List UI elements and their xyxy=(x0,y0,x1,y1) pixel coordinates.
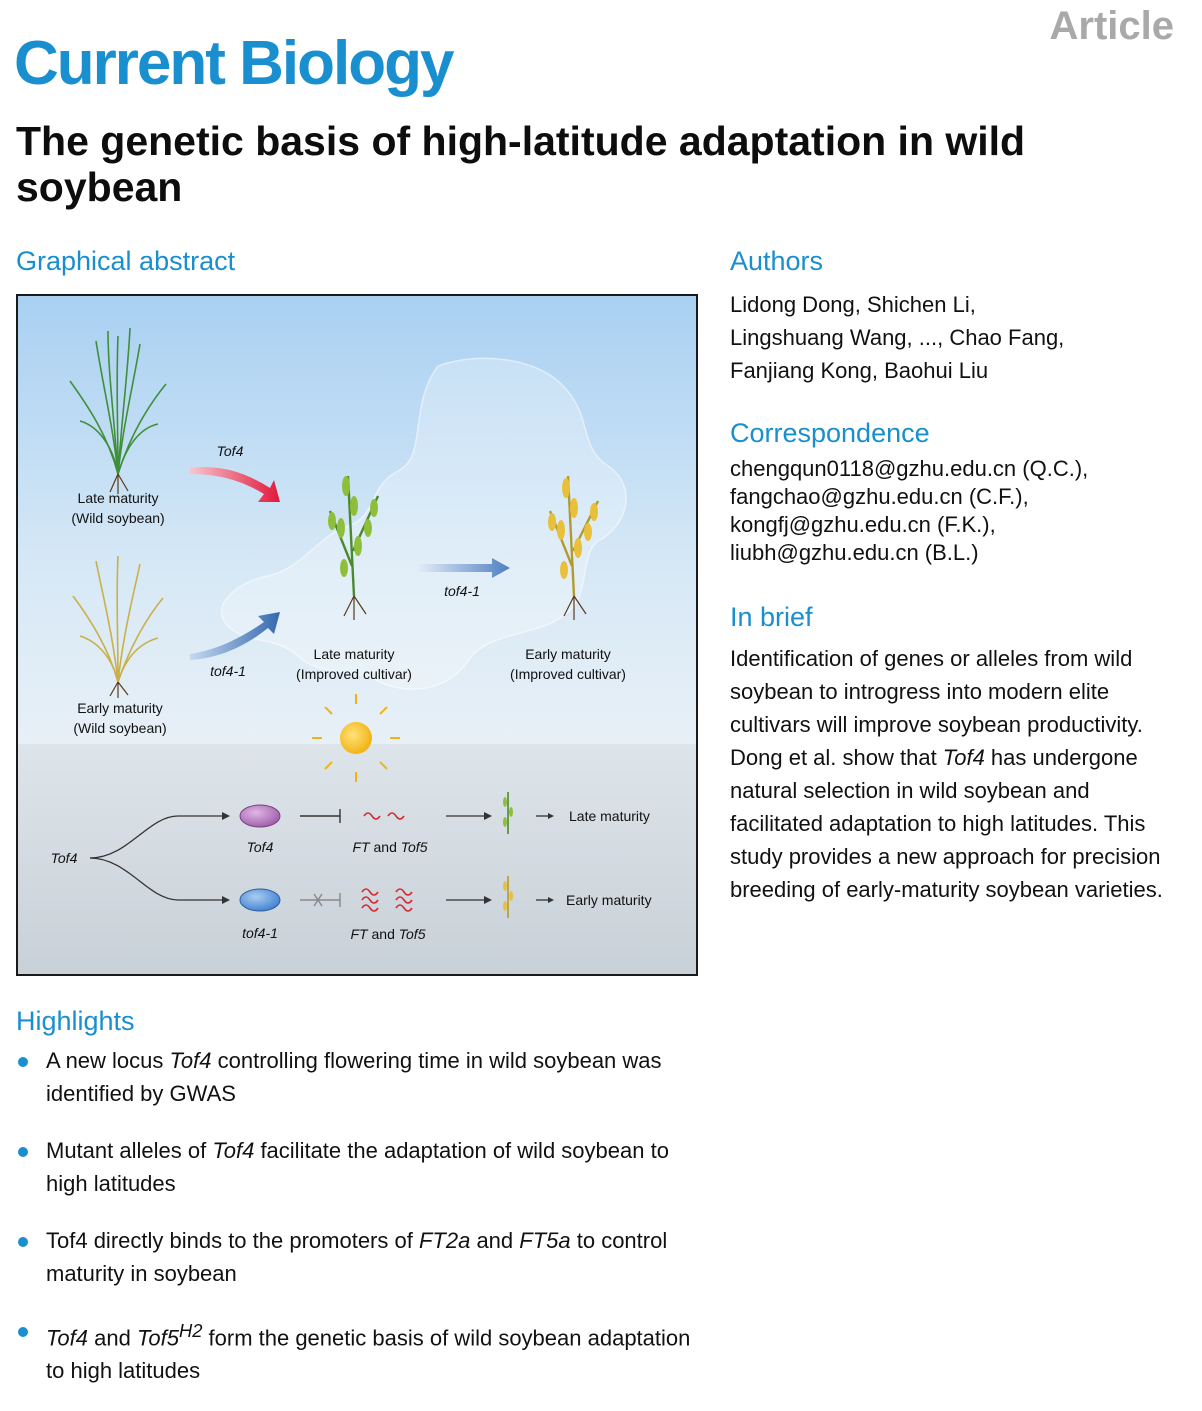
branch-arrowhead-icon xyxy=(222,812,230,820)
highlight-text: form the genetic basis of wild soybean a… xyxy=(46,1325,691,1384)
ft-tof5-low-expression-icon xyxy=(363,812,405,820)
highlight-gene: FT5a xyxy=(519,1228,571,1253)
highlight-item: Tof4 and Tof5H2 form the genetic basis o… xyxy=(16,1314,706,1387)
highlight-gene: Tof5 xyxy=(136,1325,179,1351)
arrowhead-icon xyxy=(548,813,554,819)
early-cultivar-label: Early maturity xyxy=(525,646,611,662)
authors-heading: Authors xyxy=(730,246,824,276)
late-cultivar-sublabel: (Improved cultivar) xyxy=(296,666,412,682)
tof4-protein-label: Tof4 xyxy=(247,839,274,855)
highlight-item: Tof4 directly binds to the promoters of … xyxy=(16,1224,706,1290)
correspondence-email[interactable]: chengqun0118@gzhu.edu.cn (Q.C.), xyxy=(730,456,1089,481)
highlight-item: Mutant alleles of Tof4 facilitate the ad… xyxy=(16,1134,706,1200)
correspondence-list: chengqun0118@gzhu.edu.cn (Q.C.), fangcha… xyxy=(730,455,1190,567)
ft-tof5-label: FT and Tof5 xyxy=(353,839,428,855)
arrowhead-icon xyxy=(484,812,492,820)
early-cultivar-sublabel: (Improved cultivar) xyxy=(510,666,626,682)
in-brief-part: Identification of genes or alleles from … xyxy=(730,646,1143,770)
sun-icon xyxy=(312,694,400,782)
blocked-inhibition-symbol xyxy=(300,893,341,907)
highlight-text: Tof4 directly binds to the promoters of xyxy=(46,1228,419,1253)
in-brief-heading: In brief xyxy=(730,602,813,632)
map-silhouette xyxy=(220,357,627,690)
early-wild-sublabel: (Wild soybean) xyxy=(73,720,166,736)
correspondence-heading: Correspondence xyxy=(730,418,930,448)
ft-and: and xyxy=(368,926,399,942)
highlight-text: to control maturity in soybean xyxy=(46,1228,668,1286)
ft-and: and xyxy=(370,839,401,855)
early-maturity-outcome: Early maturity xyxy=(566,892,652,908)
in-brief-part: has undergone natural selection in wild … xyxy=(730,745,1163,902)
bullet-icon xyxy=(18,1147,28,1157)
graphical-abstract-heading: Graphical abstract xyxy=(16,246,236,276)
early-wild-label: Early maturity xyxy=(77,700,163,716)
ft-gene: FT xyxy=(351,926,370,942)
cultivar-late-plant-icon xyxy=(328,475,380,620)
graphical-abstract-illustration: Late maturity (Wild soybean) Early matur… xyxy=(18,296,696,974)
journal-name: Current Biology xyxy=(14,29,454,98)
highlight-text: controlling flowering time in wild soybe… xyxy=(46,1048,662,1106)
tof4-1-protein-icon xyxy=(239,888,281,912)
cultivar-shift-arrow-icon xyxy=(418,558,510,578)
author-line: Lingshuang Wang, ..., Chao Fang, xyxy=(730,325,1065,350)
author-line: Lidong Dong, Shichen Li, xyxy=(730,292,976,317)
mechanism-arrows xyxy=(446,815,548,901)
ft-gene: FT xyxy=(353,839,372,855)
sky-background xyxy=(18,296,696,744)
mechanism-branch-lines xyxy=(89,815,222,901)
highlight-superscript: H2 xyxy=(178,1320,203,1341)
bullet-icon xyxy=(18,1327,28,1337)
tof4-arrow-label: Tof4 xyxy=(217,443,244,459)
in-brief-gene: Tof4 xyxy=(942,745,985,770)
tof5-gene: Tof5 xyxy=(401,839,428,855)
tof4-root-label: Tof4 xyxy=(51,850,78,866)
tof5-gene: Tof5 xyxy=(399,926,426,942)
in-brief-text: Identification of genes or alleles from … xyxy=(730,642,1185,906)
graphical-abstract-figure: Late maturity (Wild soybean) Early matur… xyxy=(16,294,698,976)
bullet-icon xyxy=(18,1237,28,1247)
article-type-tag: Article xyxy=(1049,4,1175,48)
author-list: Lidong Dong, Shichen Li, Lingshuang Wang… xyxy=(730,288,1180,387)
highlight-gene: Tof4 xyxy=(169,1048,212,1073)
inhibition-symbol xyxy=(300,809,341,823)
late-maturity-outcome: Late maturity xyxy=(569,808,650,824)
highlights-heading: Highlights xyxy=(16,1006,135,1036)
highlight-text: Mutant alleles of xyxy=(46,1138,213,1163)
highlight-text: A new locus xyxy=(46,1048,170,1073)
tof4-1-protein-label: tof4-1 xyxy=(242,925,278,941)
wild-soybean-late-plant-icon xyxy=(69,327,167,494)
highlight-gene: FT2a xyxy=(418,1228,471,1253)
author-line: Fanjiang Kong, Baohui Liu xyxy=(730,358,989,383)
correspondence-email[interactable]: kongfj@gzhu.edu.cn (F.K.), xyxy=(730,512,996,537)
branch-arrowhead-icon xyxy=(222,896,230,904)
late-cultivar-label: Late maturity xyxy=(314,646,395,662)
tof4-red-arrow-icon xyxy=(190,467,280,502)
small-plant-late-icon xyxy=(503,792,513,834)
arrowhead-icon xyxy=(484,896,492,904)
highlight-text: and xyxy=(470,1228,520,1253)
highlights-list: A new locus Tof4 controlling flowering t… xyxy=(16,1044,706,1411)
tof4-protein-icon xyxy=(239,804,281,828)
arrowhead-icon xyxy=(548,897,554,903)
highlight-text: facilitate the adaptation of wild soybea… xyxy=(46,1138,669,1196)
cultivar-early-plant-icon xyxy=(548,475,600,620)
article-title: The genetic basis of high-latitude adapt… xyxy=(16,118,1026,210)
bullet-icon xyxy=(18,1057,28,1067)
wild-soybean-early-plant-icon xyxy=(72,555,164,698)
highlight-gene: Tof4 xyxy=(212,1138,255,1163)
late-wild-sublabel: (Wild soybean) xyxy=(71,510,164,526)
ft-tof5-high-expression-icon xyxy=(361,888,413,912)
correspondence-email[interactable]: liubh@gzhu.edu.cn (B.L.) xyxy=(730,540,979,565)
tof4-1-shift-label: tof4-1 xyxy=(444,583,480,599)
highlight-text: and xyxy=(88,1325,137,1351)
tof4-1-blue-arrow-icon xyxy=(190,612,280,660)
tof4-1-arrow-label: tof4-1 xyxy=(210,663,246,679)
ground-background xyxy=(18,744,696,974)
small-plant-early-icon xyxy=(503,876,513,918)
highlight-gene: Tof4 xyxy=(46,1325,89,1351)
correspondence-email[interactable]: fangchao@gzhu.edu.cn (C.F.), xyxy=(730,484,1029,509)
late-wild-label: Late maturity xyxy=(78,490,159,506)
highlight-item: A new locus Tof4 controlling flowering t… xyxy=(16,1044,706,1110)
ft-tof5-label: FT and Tof5 xyxy=(351,926,426,942)
